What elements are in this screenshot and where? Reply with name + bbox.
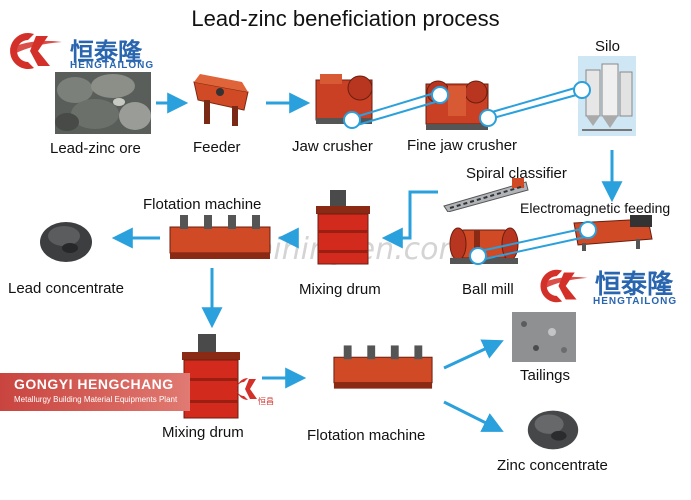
label-lead-zinc-ore: Lead-zinc ore xyxy=(50,140,141,157)
label-tailings: Tailings xyxy=(520,367,571,384)
hk-logo-icon xyxy=(10,33,62,69)
label-mixing-drum-2: Mixing drum xyxy=(162,424,244,441)
label-flotation-machine-2: Flotation machine xyxy=(307,427,426,444)
label-mixing-drum-1: Mixing drum xyxy=(299,281,381,298)
flotation-machine-image-2 xyxy=(333,345,433,389)
lead-concentrate-image xyxy=(40,222,92,262)
zinc-concentrate-image xyxy=(527,410,579,450)
hengtailong-logo-top: 恒泰隆 HENGTAILONG xyxy=(4,30,184,72)
label-ball-mill: Ball mill xyxy=(462,281,514,298)
logo-english-text: HENGTAILONG xyxy=(593,296,678,307)
diagram-title: Lead-zinc beneficiation process xyxy=(191,6,500,31)
feeder-machine-image xyxy=(193,74,249,126)
ore-rock-image xyxy=(55,72,151,134)
label-zinc-concentrate: Zinc concentrate xyxy=(497,457,608,474)
flotation-machine-image-1 xyxy=(169,215,271,259)
logo-chinese-text: 恒泰隆 xyxy=(70,37,142,66)
label-spiral-classifier: Spiral classifier xyxy=(466,165,567,182)
label-electromagnetic-feeding: Electromagnetic feeding xyxy=(520,200,671,216)
hengtailong-logo-mid: 恒泰隆 HENGTAILONG xyxy=(535,262,691,312)
banner-title: GONGYI HENGCHANG xyxy=(14,376,174,392)
logo-chinese-text: 恒泰隆 xyxy=(595,270,674,300)
logo-english-text: HENGTAILONG xyxy=(70,60,155,71)
label-lead-concentrate: Lead concentrate xyxy=(8,280,124,297)
mixing-drum-image-1 xyxy=(316,190,370,265)
hengchang-logo-text: 恒昌 xyxy=(258,397,274,406)
label-jaw-crusher: Jaw crusher xyxy=(292,138,373,155)
label-fine-jaw-crusher: Fine jaw crusher xyxy=(407,137,518,154)
label-feeder: Feeder xyxy=(193,139,241,156)
tailings-image xyxy=(512,312,576,362)
label-flotation-machine-1: Flotation machine xyxy=(143,196,262,213)
spiral-classifier-image xyxy=(443,178,529,212)
banner-subtitle: Metallurgy Building Material Equipments … xyxy=(14,395,178,404)
label-silo: Silo xyxy=(595,38,621,55)
hk-logo-icon xyxy=(540,269,588,303)
gongyi-hengchang-banner: GONGYI HENGCHANG Metallurgy Building Mat… xyxy=(0,373,190,411)
mixing-drum-image-2 xyxy=(182,334,240,419)
hengchang-logo-icon xyxy=(237,378,257,400)
